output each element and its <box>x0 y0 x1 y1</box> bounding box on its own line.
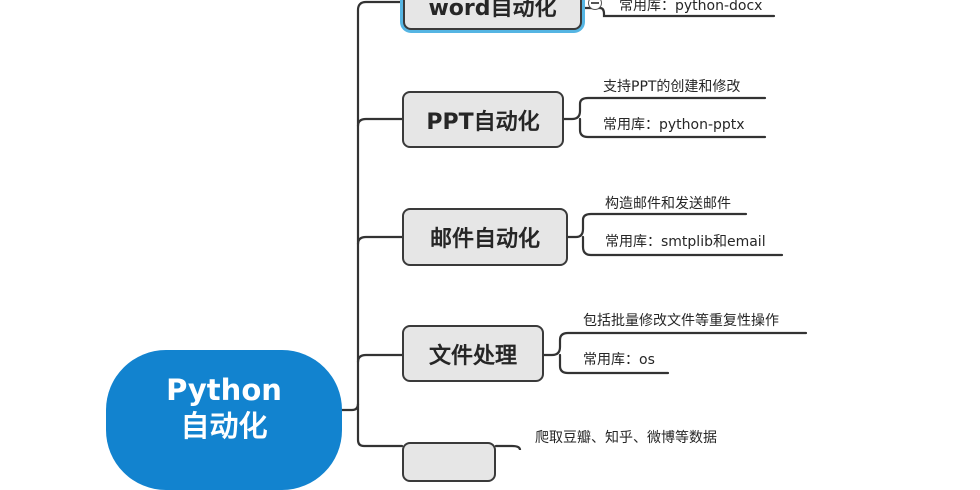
note-file-library: 常用库：os <box>583 352 655 368</box>
note-mail-description: 构造邮件和发送邮件 <box>605 196 731 212</box>
connector-ppt <box>356 117 404 128</box>
root-node-python-automation[interactable]: Python 自动化 <box>106 350 342 490</box>
note-file-description: 包括批量修改文件等重复性操作 <box>583 313 779 329</box>
connector-lines <box>340 0 808 450</box>
note-crawler-description: 爬取豆瓣、知乎、微博等数据 <box>535 430 717 446</box>
branch-crawler[interactable] <box>402 442 496 482</box>
root-title-line2: 自动化 <box>180 409 268 443</box>
collapse-toggle-icon[interactable] <box>588 0 602 10</box>
branch-ppt-automation[interactable]: PPT自动化 <box>402 91 564 148</box>
branch-file-label: 文件处理 <box>428 343 517 369</box>
connector-file <box>356 353 404 364</box>
leaf-bracket-mail <box>566 212 784 257</box>
leaf-bracket-file <box>542 331 808 375</box>
leaf-bracket-word <box>580 6 776 18</box>
branch-word-automation[interactable]: word自动化 <box>403 0 582 30</box>
note-mail-library: 常用库：smtplib和email <box>605 234 766 250</box>
note-word-library: 常用库：python-docx <box>619 0 763 14</box>
note-ppt-library: 常用库：python-pptx <box>603 117 745 133</box>
trunk-line-lower <box>356 402 404 448</box>
leaf-bracket-crawl <box>494 444 522 450</box>
branch-mail-automation[interactable]: 邮件自动化 <box>402 208 568 266</box>
root-title-line1: Python <box>166 373 282 407</box>
branch-ppt-label: PPT自动化 <box>426 109 540 135</box>
connector-mail <box>356 235 404 246</box>
note-ppt-description: 支持PPT的创建和修改 <box>603 79 741 95</box>
branch-file-processing[interactable]: 文件处理 <box>402 325 544 382</box>
branch-mail-label: 邮件自动化 <box>429 227 540 252</box>
branch-word-label: word自动化 <box>428 0 557 21</box>
leaf-bracket-ppt <box>562 96 767 139</box>
trunk-line <box>340 0 402 412</box>
